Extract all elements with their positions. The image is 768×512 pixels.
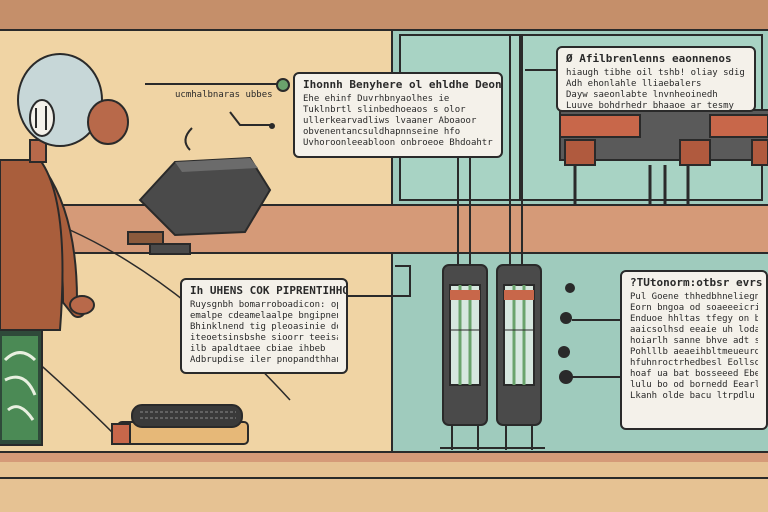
callout-title: Ihonnh Benyhere ol ehldhe Deonea: [303, 78, 503, 91]
callout-line: obvenentancsuldhapnnseine hfo: [303, 127, 461, 137]
monitor-device: [127, 127, 272, 255]
callout-title: ?TUtonorm:otbsr evrs: [630, 276, 763, 289]
callout-line: ullerkearvadliws lvaaner Aboaoor: [303, 116, 477, 126]
callout-line: Enduoe hhltas tfegy on but eifer: [630, 314, 758, 324]
callout-right-middle: ?TUtonorm:otbsr evrs Pul Goene thhedbhne…: [620, 270, 768, 430]
callout-line: lulu bo od bornedd Eearl roypes: [630, 380, 758, 390]
callout-line: hiaugh tibhe oil tshb! oliay sdig: [566, 68, 745, 78]
header-label: ucmhalbnaras ubbes: [175, 90, 273, 100]
callout-line: aaicsolhsd eeaie uh lodanmleheo: [630, 325, 758, 335]
callout-line: Pohlllb aeaeihbltmeueurd lhepsna: [630, 347, 758, 357]
counter-shelf: [0, 205, 768, 253]
keyboard-tray: [111, 404, 249, 445]
callout-line: ilb apaldtaee cbiae ihbeb: [190, 344, 326, 354]
callout-line: Pul Goene thhedbhneliegniarle bra: [630, 292, 758, 302]
callout-line: hoaf ua bat bosseeed Ebelaetde: [630, 369, 758, 379]
callout-line: Adbrupdise iler pnopandthhanoar: [190, 355, 338, 365]
callout-line: Bhinklnend tig pleoasinie dohner: [190, 322, 338, 332]
person-figure: [0, 53, 129, 331]
tube-device-left: [442, 264, 488, 450]
machine-assembly: [559, 109, 768, 205]
callout-line: Uvhoroonleeabloon onbroeoe Bhdoahtre: [303, 138, 493, 148]
callout-top-right: Ø Afilbrenlenns eaonnenos hiaugh tibhe o…: [556, 46, 756, 112]
callout-left-middle: Ih UHENS COK PIPRENTIHHO Ruysgnbh bomarr…: [180, 278, 348, 374]
callout-line: emalpe cdeamelaalpe bngipneng jin: [190, 311, 338, 321]
callout-line: Luuve bohdrhedr bhaaoe ar tesmy: [566, 101, 734, 111]
callout-line: hfuhnroctrhedbesl Eollsorseretue: [630, 358, 758, 368]
floor: [0, 460, 768, 512]
callout-line: Tuklnbrtl slinbedhoeaos s olor: [303, 105, 466, 115]
callout-line: Eorn bngoa od soaeeeicrinonioo: [630, 303, 758, 313]
connector-dots: [558, 283, 620, 384]
callout-line: iteoetsinsbshe sioorr teeisatecre: [190, 333, 338, 343]
callout-line: Ehe ehinf Duvrhbnyaolhes ie: [303, 94, 450, 104]
callout-line: hoiarlh sanne bhve adt sens: [630, 336, 758, 346]
callout-line: Ruysgnbh bomarroboadicon: opeeloner: [190, 300, 338, 310]
callout-top-center: Ihonnh Benyhere ol ehldhe Deonea Ehe ehi…: [293, 72, 503, 158]
circuit-panel: [0, 329, 43, 446]
callout-line: Lkanh olde bacu ltrpdlu enea: [630, 391, 758, 401]
callout-line: Adh ehonlahle lliaebalers: [566, 79, 702, 89]
callout-line: Dayw saeonlabte lnvnheoinedh: [566, 90, 718, 100]
ceiling-band: [0, 0, 768, 30]
tube-device-right: [496, 264, 542, 450]
callout-title: Ø Afilbrenlenns eaonnenos: [566, 52, 732, 65]
callout-title: Ih UHENS COK PIPRENTIHHO: [190, 284, 348, 297]
